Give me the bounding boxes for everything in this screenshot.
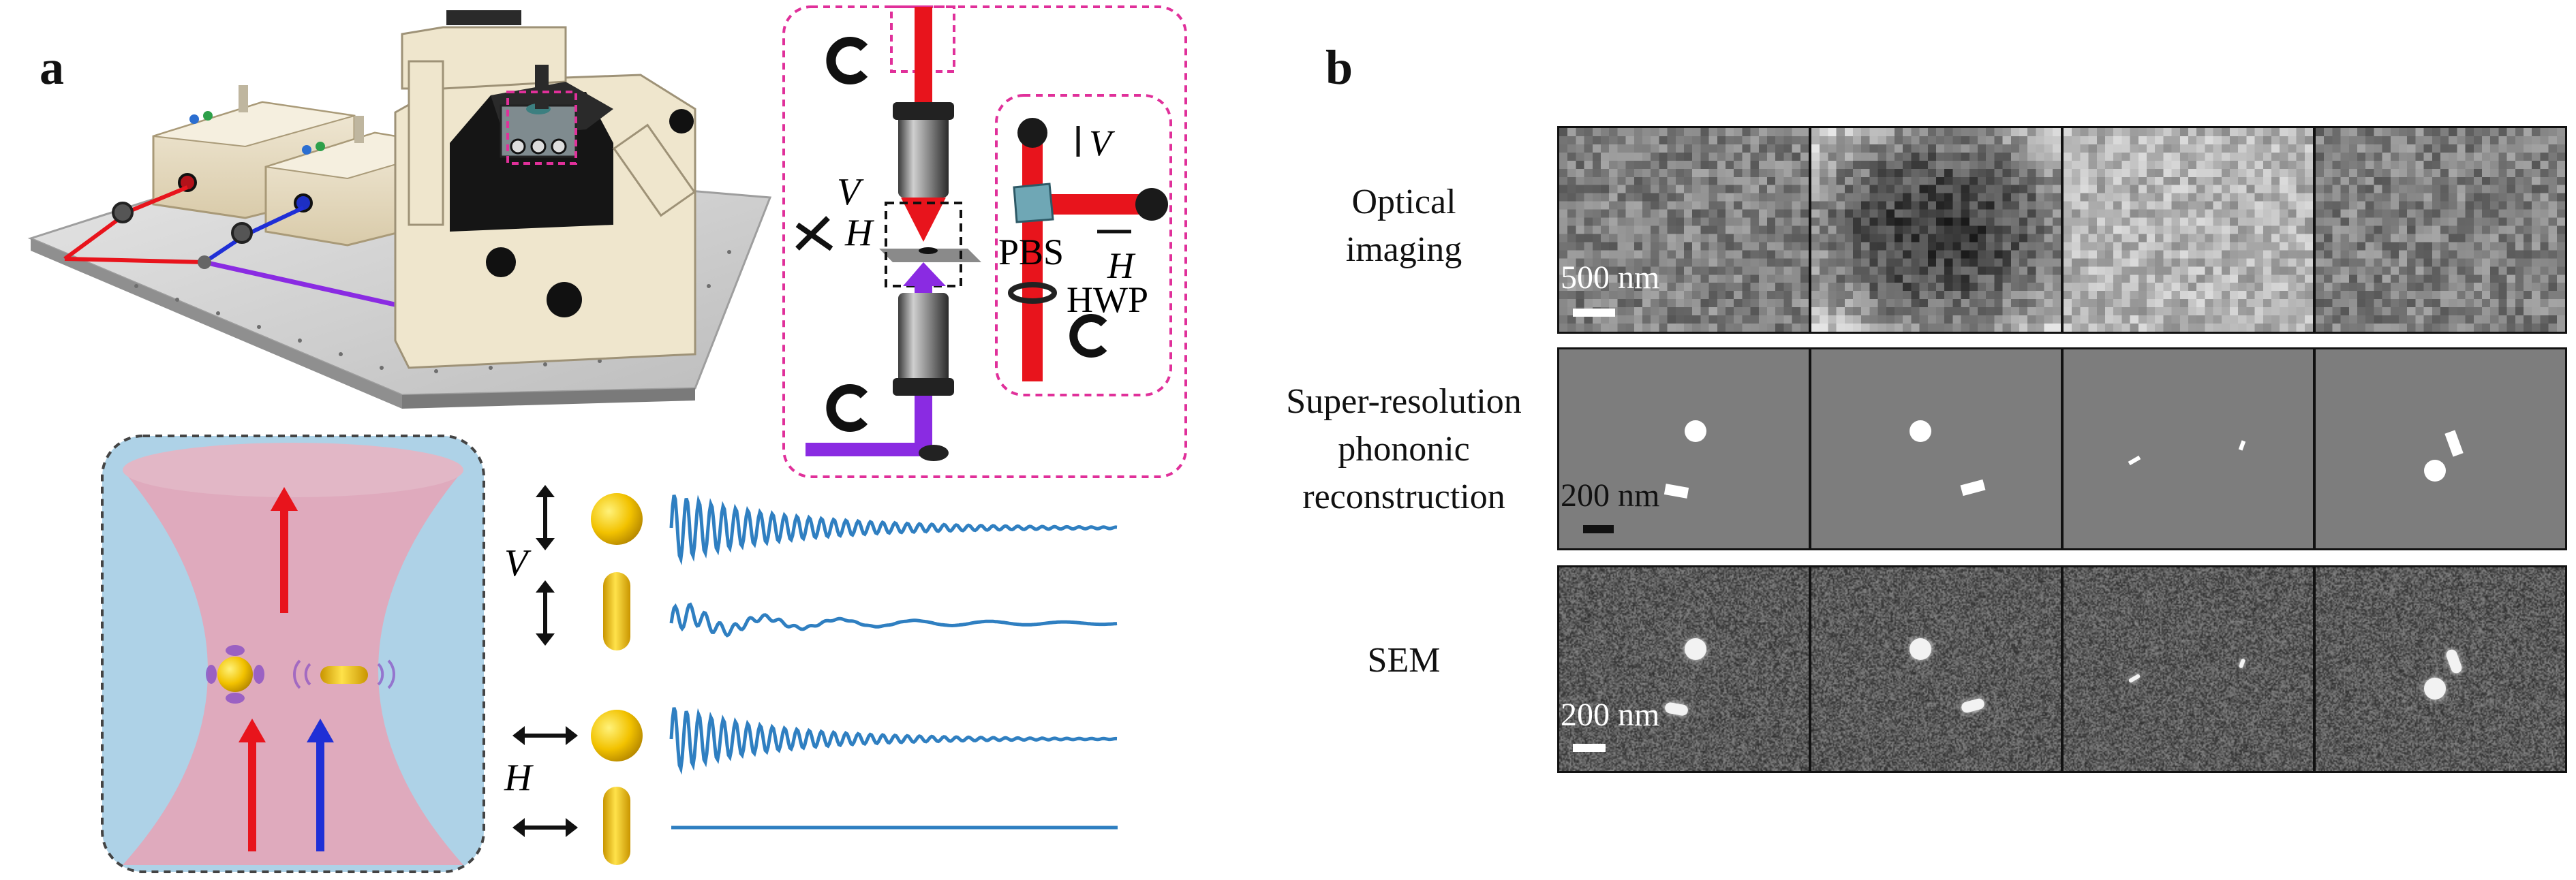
nanoparticle-mark xyxy=(2424,678,2446,700)
phononic-reconstruction-image xyxy=(2314,347,2567,550)
row-label-phononic: Super-resolution phononic reconstruction xyxy=(1286,382,1522,516)
label-v: V xyxy=(837,171,864,213)
nanoparticle-mark xyxy=(2444,430,2464,457)
microscope xyxy=(394,10,696,369)
signal-rows: V H xyxy=(504,485,1118,865)
scale-bar xyxy=(1583,525,1614,533)
optical-image xyxy=(2061,126,2315,334)
sem-image xyxy=(2061,565,2315,773)
panel-a-label: a xyxy=(40,40,64,95)
phononic-reconstruction-image xyxy=(2061,347,2315,550)
nanoparticle-mark xyxy=(1663,484,1689,499)
optical-image xyxy=(1809,126,2063,334)
nanoparticle-mark xyxy=(2128,455,2141,466)
nanoparticle-mark xyxy=(2238,440,2246,451)
panel-a-figure: V H V H PBS HWP xyxy=(27,5,1187,873)
label-pbs: PBS xyxy=(998,232,1064,272)
signal-label-h: H xyxy=(504,757,534,799)
scale-bar xyxy=(1573,309,1615,317)
scale-phononic: 200 nm xyxy=(1561,477,1660,514)
signal-label-v: V xyxy=(504,542,532,584)
row-label-sem: SEM xyxy=(1367,641,1441,680)
label-v-pbs: V xyxy=(1089,123,1116,163)
nanoparticle-mark xyxy=(1910,638,1931,660)
nanoparticle-mark xyxy=(1910,420,1931,442)
sem-image xyxy=(1557,565,1811,773)
label-h-hwp: H xyxy=(1107,245,1136,286)
phononic-reconstruction-image xyxy=(1557,347,1811,550)
sem-image xyxy=(1809,565,2063,773)
optical-setup-inset: V H V H PBS HWP xyxy=(782,5,1187,478)
nanoparticle-mark xyxy=(1685,420,1706,442)
label-h: H xyxy=(844,212,874,254)
sem-image xyxy=(2314,565,2567,773)
scale-sem: 200 nm xyxy=(1561,697,1660,733)
row-label-optical: Optical imaging xyxy=(1345,183,1462,269)
optical-image xyxy=(1557,126,1811,334)
scale-optical: 500 nm xyxy=(1561,260,1660,296)
nanoparticle-mark xyxy=(1960,479,1986,497)
optical-image xyxy=(2314,126,2567,334)
phononic-reconstruction-image xyxy=(1809,347,2063,550)
nanoparticle-mark xyxy=(1685,638,1706,660)
nanoparticle-mark xyxy=(2424,460,2446,482)
panel-b-label: b xyxy=(1325,40,1353,95)
focus-illustration xyxy=(101,435,485,873)
label-hwp: HWP xyxy=(1067,279,1148,320)
scale-bar xyxy=(1573,744,1606,752)
